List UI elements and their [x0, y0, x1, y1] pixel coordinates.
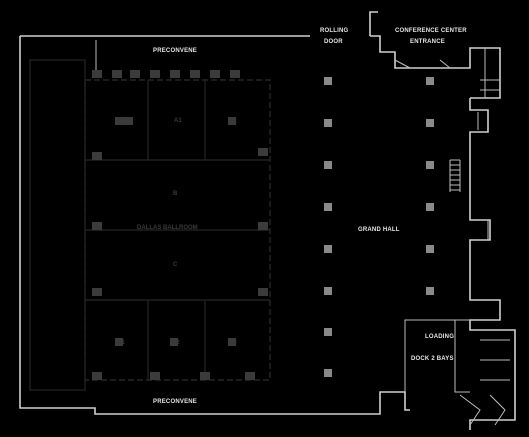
- precovene-top-label: PRECONVENE: [153, 48, 197, 54]
- conference-entrance-label-2: ENTRANCE: [410, 39, 445, 45]
- conference-entrance-label: CONFERENCE CENTER: [395, 28, 467, 34]
- loading-dock-label: LOADING: [425, 334, 454, 340]
- ballroom-outline: [29, 59, 271, 391]
- room-number-b: B: [173, 191, 178, 197]
- room-number-a3: A3: [229, 119, 237, 125]
- ballroom-label: DALLAS BALLROOM: [137, 225, 198, 231]
- rolling-door-label-2: DOOR: [324, 39, 343, 45]
- room-number-d2: D2: [172, 340, 180, 346]
- ballroom-columns: [92, 70, 268, 380]
- room-number-d1: D1: [117, 340, 125, 346]
- grand-hall-columns: [324, 77, 434, 377]
- grand-hall-label: GRAND HALL: [358, 227, 400, 233]
- room-number-c: C: [173, 262, 178, 268]
- loading-dock-label-2: DOCK 2 BAYS: [411, 356, 454, 362]
- precovene-bottom-label: PRECONVENE: [153, 399, 197, 405]
- rolling-door-label: ROLLING: [320, 28, 349, 34]
- room-number-a2: A2: [117, 119, 125, 125]
- outer-walls: [19, 11, 516, 430]
- room-number-a1: A1: [174, 118, 182, 124]
- room-number-d3: D3: [229, 340, 237, 346]
- stairs: [449, 159, 461, 192]
